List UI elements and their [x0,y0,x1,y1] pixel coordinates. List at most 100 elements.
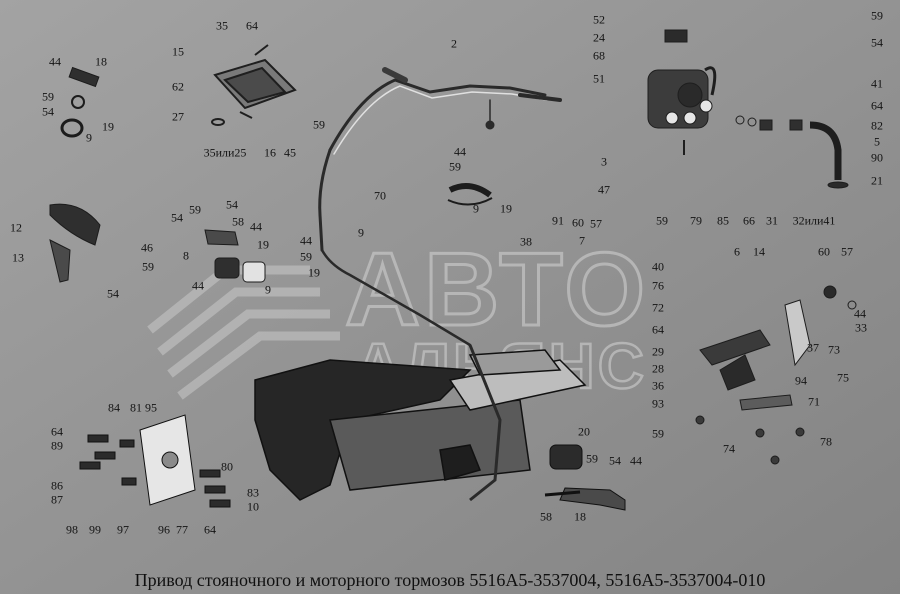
watermark-line1: АВТО [345,232,649,348]
callout-number: 80 [221,459,233,474]
callout-number: 54 [107,286,119,301]
watermark-stripes [147,265,340,400]
callout-number: 62 [172,79,184,94]
callout-number: 91 [552,213,564,228]
callout-number: 38 [520,234,532,249]
callout-number: 97 [117,522,129,537]
callout-number: 57 [590,216,602,231]
callout-number: 54 [226,197,238,212]
callout-number: 64 [871,98,883,113]
callout-number: 95 [145,400,157,415]
callout-number: 83 [247,485,259,500]
callout-number: 9 [86,130,92,145]
watermark-logo: АВТО АЛЬЯНС [147,231,649,403]
callout-number: 54 [42,104,54,119]
callout-number: 96 [158,522,170,537]
callout-number: 27 [172,109,184,124]
callout-number: 60 [818,244,830,259]
callout-number: 59 [42,89,54,104]
callout-number: 52 [593,12,605,27]
mounting-plate [79,414,231,508]
callout-number: 19 [102,119,114,134]
callout-number: 76 [652,278,664,293]
callout-number: 74 [723,441,735,456]
callout-number: 45 [284,145,296,160]
callout-number: 93 [652,396,664,411]
callout-number: 21 [871,173,883,188]
callout-number: 44 [300,233,312,248]
callout-number: 59 [586,451,598,466]
callout-number: 66 [743,213,755,228]
callout-number: 72 [652,300,664,315]
callout-number: 32или41 [792,213,836,228]
callout-number: 37 [807,340,819,355]
callout-number: 24 [593,30,605,45]
callout-number: 54 [871,35,883,50]
callout-number: 47 [598,182,610,197]
callout-number: 8 [183,248,189,263]
callout-number: 59 [300,249,312,264]
callout-number: 7 [579,233,585,248]
callout-number: 59 [449,159,461,174]
callout-number: 64 [51,424,63,439]
callout-number: 84 [108,400,120,415]
callout-number: 46 [141,240,153,255]
callout-number: 5 [874,134,880,149]
callout-number: 2 [451,36,457,51]
callout-number: 18 [95,54,107,69]
callout-number: 19 [500,201,512,216]
callout-number: 78 [820,434,832,449]
callout-number: 33 [855,320,867,335]
callout-number: 36 [652,378,664,393]
callout-number: 59 [652,426,664,441]
callout-number: 59 [871,8,883,23]
callout-number: 9 [265,282,271,297]
callout-number: 44 [630,453,642,468]
callout-number: 51 [593,71,605,86]
callout-number: 9 [473,201,479,216]
lever-frame [211,44,297,126]
callout-number: 31 [766,213,778,228]
callout-number: 18 [574,509,586,524]
callout-number: 82 [871,118,883,133]
right-linkage [695,285,857,465]
diagram-caption: Привод стояночного и моторного тормозов … [134,570,766,590]
callout-number: 44 [250,219,262,234]
callout-number: 59 [142,259,154,274]
callout-number: 10 [247,499,259,514]
callout-number: 85 [717,213,729,228]
callout-number: 16 [264,145,276,160]
callout-number: 19 [257,237,269,252]
callout-number: 71 [808,394,820,409]
callout-number: 35или25 [203,145,247,160]
callout-number: 59 [656,213,668,228]
callout-number: 60 [572,215,584,230]
callout-number: 41 [871,76,883,91]
callout-number: 13 [12,250,24,265]
callout-number: 70 [374,188,386,203]
callout-number: 29 [652,344,664,359]
brake-valve [647,29,849,189]
callout-number: 44 [454,144,466,159]
callout-number: 54 [171,210,183,225]
chassis-frame [254,344,587,502]
small-brackets [49,66,493,283]
callout-number: 44 [49,54,61,69]
callout-number: 81 [130,400,142,415]
callout-number: 99 [89,522,101,537]
callout-number: 89 [51,438,63,453]
callout-number: 64 [246,18,258,33]
callout-number: 87 [51,492,63,507]
callout-number: 58 [540,509,552,524]
callout-number: 44 [192,278,204,293]
callout-number: 59 [189,202,201,217]
callout-number: 86 [51,478,63,493]
callout-number: 90 [871,150,883,165]
callout-number: 15 [172,44,184,59]
callout-number: 6 [734,244,740,259]
callout-number: 40 [652,259,664,274]
callout-number: 64 [204,522,216,537]
callout-number: 54 [609,453,621,468]
callout-number: 14 [753,244,765,259]
